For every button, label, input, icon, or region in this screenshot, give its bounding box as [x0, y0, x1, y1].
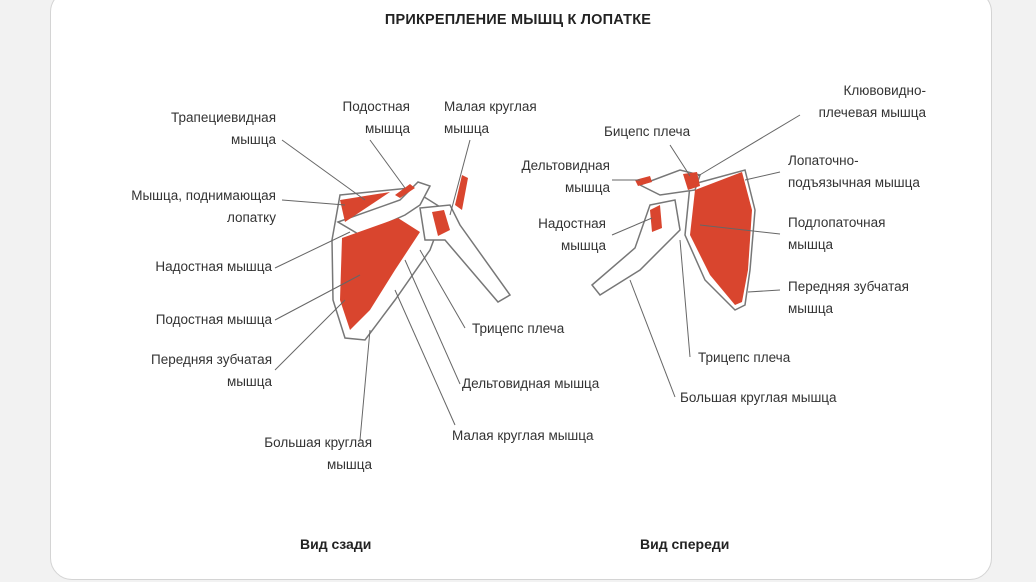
front-supraspinatus-area — [650, 205, 662, 232]
label-front-teres-major: Большая круглая мышца — [680, 390, 837, 405]
label-line: мышца — [788, 301, 834, 316]
label-line: Передняя зубчатая — [788, 279, 909, 294]
caption-front-view: Вид спереди — [640, 536, 730, 552]
label-line: мышца — [326, 457, 372, 472]
label-line: мышца — [364, 121, 410, 136]
label-back-infraspinatus-top: Подостная мышца — [300, 96, 410, 140]
label-line: плечевая мышца — [818, 105, 926, 120]
label-front-triceps: Трицепс плеча — [698, 350, 791, 365]
label-front-subscapularis: Подлопаточная мышца — [788, 212, 885, 256]
label-line: подъязычная мышца — [788, 175, 920, 190]
label-line: Надостная — [538, 216, 606, 231]
front-biceps-attachment — [683, 172, 700, 190]
label-line: мышца — [226, 374, 272, 389]
label-line: Передняя зубчатая — [151, 352, 272, 367]
back-view-muscles — [340, 175, 468, 330]
label-line: лопатку — [226, 210, 276, 225]
back-view-leaders — [274, 139, 471, 441]
caption-back-view: Вид сзади — [300, 536, 372, 552]
label-front-biceps: Бицепс плеча — [604, 124, 691, 139]
label-back-triceps: Трицепс плеча — [472, 321, 565, 336]
label-back-serratus-anterior: Передняя зубчатая мышца — [90, 349, 272, 393]
label-line: мышца — [788, 237, 834, 252]
label-line: Большая круглая — [264, 435, 372, 450]
label-line: Подостная — [342, 99, 410, 114]
label-front-omohyoid: Лопаточно- подъязычная мышца — [788, 150, 920, 194]
diagram-title: ПРИКРЕПЛЕНИЕ МЫШЦ К ЛОПАТКЕ — [384, 12, 652, 28]
label-back-deltoid: Дельтовидная мышца — [462, 376, 600, 391]
label-front-supraspinatus: Надостная мышца — [480, 213, 606, 257]
label-line: Малая круглая — [444, 99, 537, 114]
back-trapezius-strip — [395, 184, 415, 198]
label-line: Дельтовидная — [521, 158, 610, 173]
label-front-coracobrachialis: Клювовидно- плечевая мышца — [780, 80, 926, 124]
label-line: мышца — [564, 180, 610, 195]
front-view-leaders — [611, 114, 801, 398]
front-view-muscles — [635, 172, 752, 305]
label-line: мышца — [444, 121, 490, 136]
label-line: мышца — [230, 132, 276, 147]
front-subscapularis-area — [690, 172, 752, 305]
label-back-teres-minor-bottom: Малая круглая мышца — [452, 428, 594, 443]
back-humerus-attachment — [432, 210, 450, 236]
label-front-deltoid: Дельтовидная мышца — [470, 155, 610, 199]
label-line: Подлопаточная — [788, 215, 886, 230]
label-back-supraspinatus: Надостная мышца — [155, 259, 272, 274]
label-line: Клювовидно- — [843, 83, 926, 98]
back-supraspinatus-area — [340, 192, 390, 222]
label-back-levator-scapulae: Мышца, поднимающая лопатку — [60, 185, 276, 229]
front-deltoid-strip — [635, 176, 652, 186]
back-deltoid-strip — [455, 175, 468, 210]
label-back-teres-minor-top: Малая круглая мышца — [444, 96, 537, 140]
diagram-panel — [50, 0, 992, 580]
label-front-serratus-anterior: Передняя зубчатая мышца — [788, 276, 909, 320]
label-line: Мышца, поднимающая — [131, 188, 276, 203]
label-line: Трапециевидная — [171, 110, 276, 125]
label-line: Лопаточно- — [788, 153, 859, 168]
label-line: мышца — [560, 238, 606, 253]
label-back-teres-major: Большая круглая мышца — [200, 432, 372, 476]
label-back-infraspinatus-left: Подостная мышца — [155, 312, 272, 327]
back-infraspinatus-area — [340, 218, 420, 330]
label-back-trapezius: Трапециевидная мышца — [110, 107, 276, 151]
